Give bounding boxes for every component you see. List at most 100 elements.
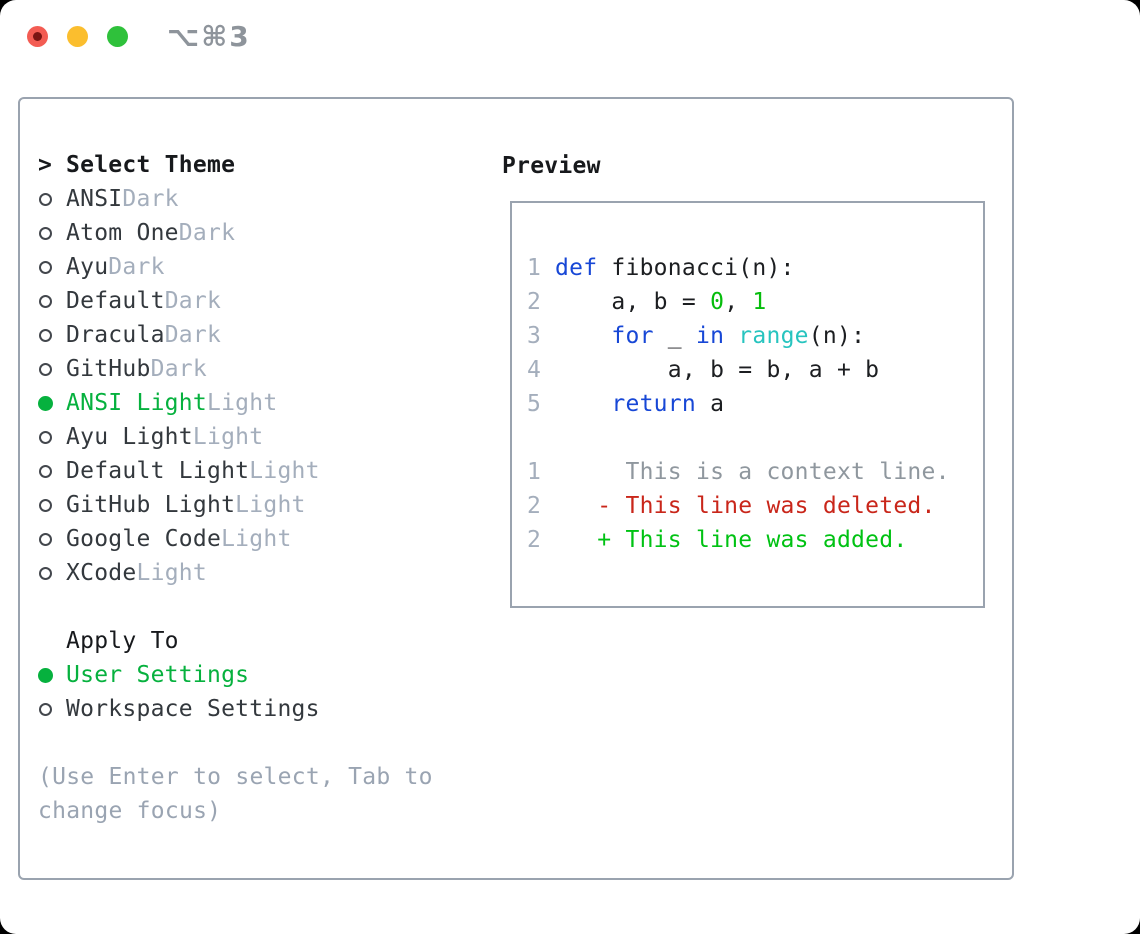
diff-added-line: 2 + This line was added. [527,523,983,557]
code-segment-keyword: in [695,323,725,349]
theme-variant-tag: Light [221,526,292,552]
line-number: 2 [527,527,542,553]
option-label: Default Light [66,458,250,484]
code-line: 2 a, b = 0, 1 [527,285,983,319]
code-segment-fg: , [724,289,753,315]
code-segment-fg: _ [653,323,696,349]
prompt-icon: > [38,152,53,178]
theme-option-dracula[interactable]: Dracula Dark [38,318,433,352]
select-theme-header: > Select Theme [38,148,433,182]
theme-variant-tag: Dark [164,322,222,348]
section-gap [38,590,433,624]
theme-variant-tag: Dark [150,356,207,382]
zoom-button[interactable] [107,26,128,47]
apply-option-workspace-settings[interactable]: Workspace Settings [38,692,433,726]
radio-unselected-icon [39,702,52,716]
option-label: ANSI Light [66,390,207,416]
theme-variant-tag: Light [136,560,207,586]
option-label: Google Code [66,526,222,552]
diff-deleted-line: 2 - This line was deleted. [527,489,983,523]
option-label: Atom One [66,220,179,246]
theme-variant-tag: Dark [164,288,222,314]
theme-option-ayu[interactable]: Ayu Dark [38,250,433,284]
option-label: Ayu [66,254,109,280]
theme-variant-tag: Light [249,458,320,484]
theme-option-xcode[interactable]: XCode Light [38,556,433,590]
radio-selected-icon [38,667,53,683]
radio-unselected-icon [39,498,52,512]
radio-unselected-icon [39,226,52,240]
line-number: 5 [527,391,542,417]
radio-unselected-icon [39,362,52,376]
line-number: 1 [527,459,542,485]
option-label: Ayu Light [66,424,193,450]
help-text-line-1: (Use Enter to select, Tab to [38,764,433,790]
radio-unselected-icon [39,328,52,342]
theme-variant-tag: Light [192,424,264,450]
theme-option-github[interactable]: GitHub Dark [38,352,433,386]
theme-option-google-code[interactable]: Google Code Light [38,522,433,556]
code-segment-number: 0 [710,289,725,315]
code-segment-keyword: for [611,323,654,349]
code-segment-fg [555,323,611,349]
theme-option-default-light[interactable]: Default Light Light [38,454,433,488]
radio-unselected-icon [39,430,52,444]
code-segment-fg [555,391,611,417]
code-segment-added: + This line was added. [597,527,908,553]
theme-option-atom-one[interactable]: Atom One Dark [38,216,433,250]
radio-unselected-icon [39,464,52,478]
radio-unselected-icon [39,260,52,274]
option-label: User Settings [66,662,250,688]
preview-header: Preview [502,153,601,179]
code-line: 4 a, b = b, a + b [527,353,983,387]
code-segment-context: This is a context line. [555,459,950,485]
code-segment-keyword: return [611,391,696,417]
radio-unselected-icon [39,192,52,206]
code-segment-builtin: range [738,323,809,349]
theme-variant-tag: Dark [108,254,165,280]
code-segment-fg: a, b = [555,289,711,315]
code-segment-fg: fibonacci(n): [597,255,795,281]
code-segment-fg [555,527,597,553]
close-button[interactable] [27,26,48,47]
close-dot-icon [33,32,42,41]
minimize-button[interactable] [67,26,88,47]
code-segment-fg: a, b = b, a + b [555,357,880,383]
radio-unselected-icon [39,294,52,308]
window-controls [27,26,128,47]
diff-context-line: 1 This is a context line. [527,455,983,489]
code-line: 5 return a [527,387,983,421]
radio-selected-icon [38,395,53,411]
line-number: 2 [527,289,542,315]
theme-variant-tag: Dark [122,186,179,212]
theme-option-github-light[interactable]: GitHub Light Light [38,488,433,522]
theme-option-ayu-light[interactable]: Ayu Light Light [38,420,433,454]
option-label: Default [66,288,165,314]
help-text-line-2: change focus) [38,798,222,824]
code-segment-fg [555,493,597,519]
window-title: ⌥⌘3 [167,20,251,53]
line-number: 4 [527,357,542,383]
apply-to-header: Apply To [38,624,433,658]
code-segment-deleted: - This line was deleted. [597,493,936,519]
apply-option-user-settings[interactable]: User Settings [38,658,433,692]
apply-to-label: Apply To [66,628,179,654]
option-label: XCode [66,560,137,586]
code-segment-fg: (n): [808,323,866,349]
option-label: GitHub Light [66,492,236,518]
line-number: 3 [527,323,542,349]
line-number: 1 [527,255,542,281]
code-segment-fg [724,323,738,349]
option-label: GitHub [66,356,151,382]
theme-option-ansi-light[interactable]: ANSI Light Light [38,386,433,420]
theme-option-ansi[interactable]: ANSI Dark [38,182,433,216]
theme-option-default[interactable]: Default Dark [38,284,433,318]
line-number: 2 [527,493,542,519]
radio-unselected-icon [39,532,52,546]
